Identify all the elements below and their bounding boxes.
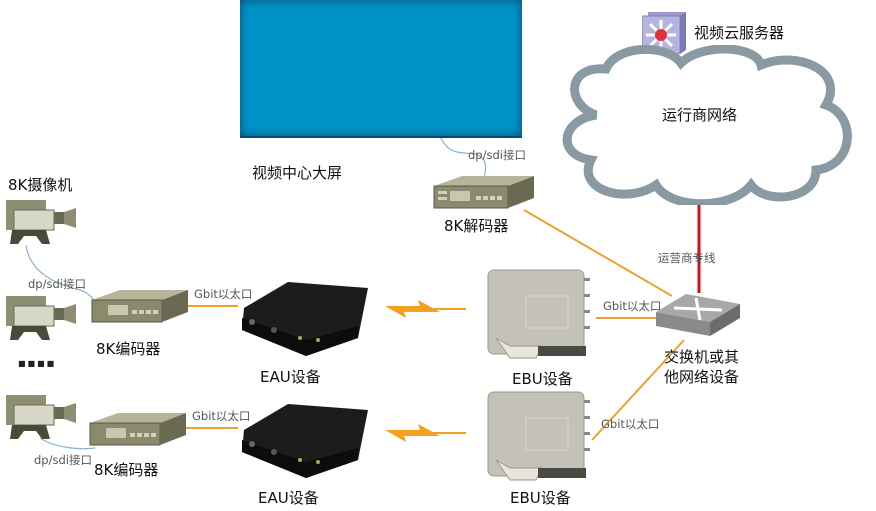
ebu2-switch-link-label: Gbit以太口: [601, 417, 660, 431]
camera1-encoder1-link-label: dp/sdi接口: [28, 277, 86, 291]
ebu-2-label: EBU设备: [510, 489, 571, 507]
decoder-device: [432, 176, 536, 210]
switch-label-line2: 他网络设备: [664, 368, 740, 386]
dedicated-line-label: 运营商专线: [658, 251, 716, 265]
encoder-2-device: [88, 413, 188, 447]
eau-1-label: EAU设备: [260, 368, 321, 386]
screen-decoder-link-label: dp/sdi接口: [468, 148, 526, 162]
camera-group-label: 8K摄像机: [8, 176, 73, 194]
ebu-1-device: [486, 268, 598, 364]
encoder1-eau1-link-label: Gbit以太口: [194, 287, 253, 301]
ebu-1-label: EBU设备: [512, 370, 573, 388]
link-screen-decoder: [439, 135, 487, 179]
camera2-encoder2-link-label: dp/sdi接口: [34, 453, 92, 467]
link-decoder-switch: [523, 209, 673, 297]
camera-3: [6, 393, 76, 443]
eau-1-device: [238, 278, 372, 360]
carrier-network-label: 运行商网络: [662, 106, 738, 124]
eau-2-label: EAU设备: [258, 489, 319, 507]
encoder-1-device: [90, 290, 190, 324]
cloud-server-icon: [641, 8, 688, 55]
video-wall-screen: [240, 0, 522, 138]
cloud-server-label: 视频云服务器: [694, 24, 785, 42]
eau-2-device: [238, 400, 372, 482]
video-wall-label: 视频中心大屏: [252, 164, 343, 182]
camera-2: [6, 294, 76, 344]
link-camera2-encoder2: [39, 437, 96, 450]
wireless-link-1: [385, 300, 466, 318]
encoder-2-label: 8K编码器: [94, 461, 159, 479]
carrier-network-cloud: [556, 44, 856, 209]
wireless-link-2: [385, 424, 466, 442]
encoder-1-label: 8K编码器: [96, 340, 161, 358]
decoder-label: 8K解码器: [444, 217, 509, 235]
camera-more-ellipsis: ■■■■: [18, 359, 57, 368]
link-ebu2-switch: [591, 339, 685, 441]
ebu-2-device: [486, 390, 598, 486]
switch-label-line1: 交换机或其: [664, 348, 740, 366]
camera-1: [6, 198, 76, 248]
switch-device: [656, 290, 742, 340]
encoder2-eau2-link-label: Gbit以太口: [192, 409, 251, 423]
ebu1-switch-link-label: Gbit以太口: [603, 299, 662, 313]
